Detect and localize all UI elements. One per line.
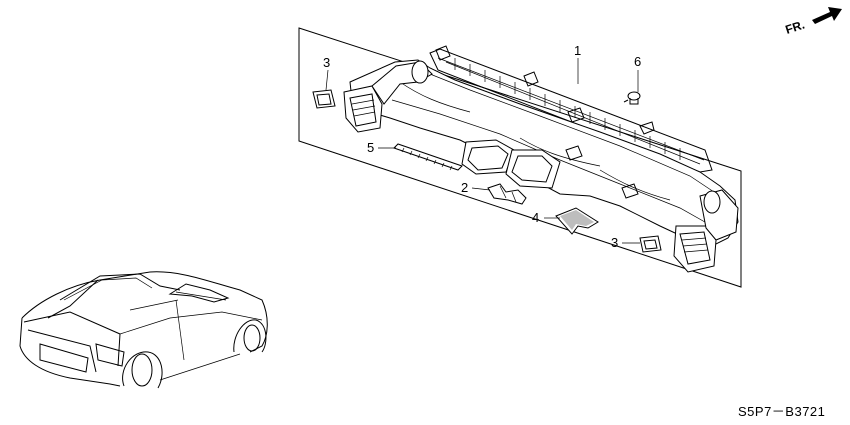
callout-2: 2 [461,180,468,195]
callout-3-bottom: 3 [611,235,618,250]
fr-label: FR. [784,18,807,37]
grommet-part-top [312,89,336,109]
figure-code: S5P7－B3721 [738,404,825,419]
leader-lines [325,58,640,244]
front-arrow-icon [812,7,842,24]
callout-5: 5 [367,140,374,155]
seal-strip-part [393,143,463,171]
duct-assembly [343,45,739,273]
callout-1: 1 [574,43,581,58]
assembly-boundary [298,27,742,288]
foam-pad-part [555,207,599,235]
vehicle-location-illustration [19,271,268,389]
clip-part [487,183,527,205]
grommet-part-bottom [639,235,662,253]
callout-6: 6 [634,54,641,69]
front-direction-indicator: FR. [784,7,842,37]
callout-4: 4 [532,210,539,225]
screw-part [623,91,641,105]
callout-3-top: 3 [323,55,330,70]
